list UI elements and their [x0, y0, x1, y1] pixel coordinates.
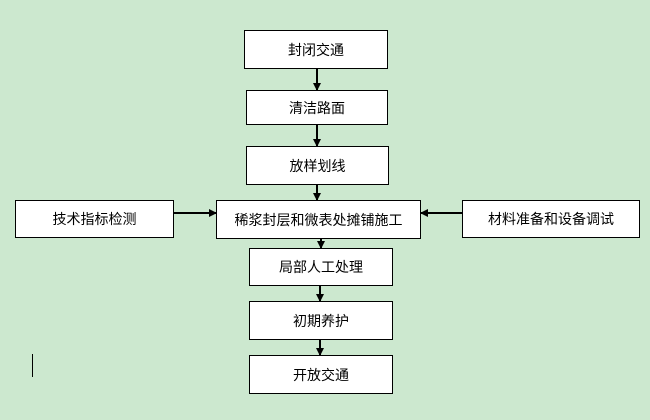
step-clean-road: 清洁路面: [246, 90, 388, 125]
step-open-traffic: 开放交通: [249, 355, 393, 394]
step-local-treatment: 局部人工处理: [249, 248, 393, 286]
text-cursor: [32, 354, 33, 377]
step-layout-lines: 放样划线: [246, 146, 389, 185]
input-technical-testing: 技术指标检测: [15, 200, 174, 238]
step-initial-curing: 初期养护: [249, 301, 393, 340]
input-material-equipment: 材料准备和设备调试: [462, 200, 640, 238]
step-paving: 稀浆封层和微表处摊铺施工: [216, 200, 421, 239]
step-close-traffic: 封闭交通: [244, 30, 388, 69]
